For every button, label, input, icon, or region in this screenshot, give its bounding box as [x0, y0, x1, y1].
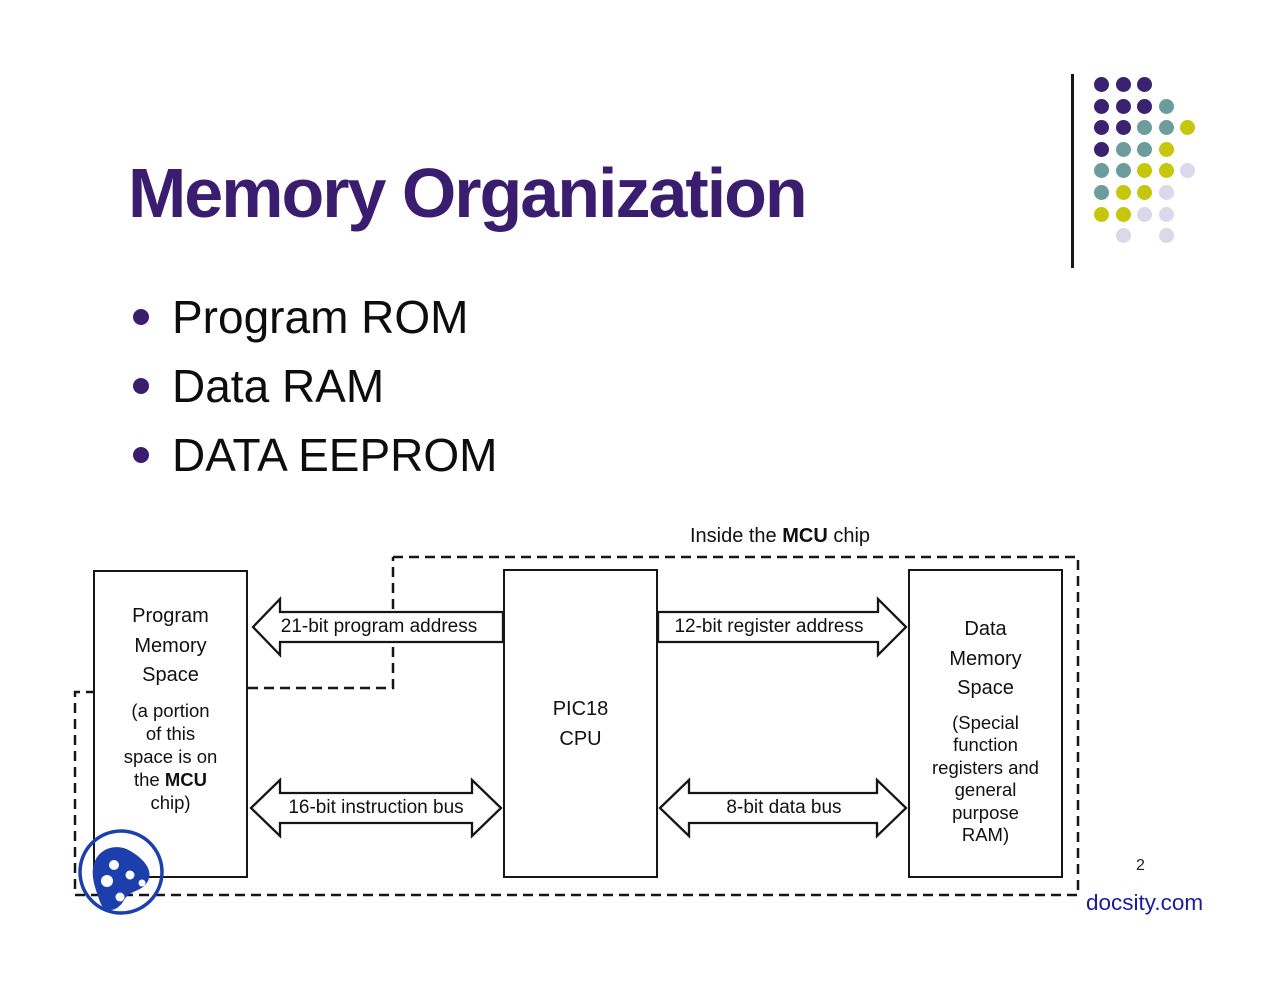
dot	[1115, 163, 1131, 179]
box-title-line: Space	[957, 677, 1014, 699]
dot	[1158, 228, 1174, 244]
dot	[1115, 77, 1131, 92]
box-sub-line: (a portion	[131, 699, 210, 721]
docsity-watermark: docsity.com	[1086, 890, 1204, 915]
dot	[1094, 206, 1109, 222]
dot	[1180, 120, 1196, 136]
bullet-item: Data RAM	[133, 351, 497, 420]
box-sub-line: purpose	[952, 801, 1019, 823]
bullet-list: Program ROM Data RAM DATA EEPROM	[133, 282, 497, 489]
mcu-boundary-dashed-branch	[248, 557, 395, 690]
dot	[1137, 185, 1153, 200]
bullet-icon	[133, 308, 149, 325]
logo-hole	[138, 879, 146, 887]
box-sub-line: chip)	[150, 791, 191, 813]
instruction-bus-label: 16-bit instruction bus	[288, 797, 464, 818]
logo-hole	[101, 875, 113, 887]
box-title-line: Program	[132, 605, 209, 627]
box-title-line: Space	[142, 664, 199, 686]
bullet-icon	[133, 377, 149, 394]
bullet-label: Program ROM	[172, 290, 469, 343]
box-sub-line: registers and	[932, 756, 1039, 778]
dot	[1158, 185, 1174, 200]
caption-bold: MCU	[782, 525, 828, 547]
logo-blob	[92, 847, 150, 911]
dot	[1115, 141, 1131, 157]
program-memory-title: Program Memory Space	[95, 602, 246, 691]
data-bus-arrow	[658, 777, 908, 839]
dot	[1158, 163, 1174, 179]
box-sub-line: of this	[145, 722, 196, 744]
cpu-box: PIC18 CPU	[503, 569, 658, 878]
dot	[1094, 185, 1109, 200]
box-title-line: Data	[964, 618, 1007, 640]
cpu-line: PIC18	[552, 697, 609, 720]
program-memory-subtitle: (a portion of this space is on the MCU c…	[95, 699, 246, 814]
dot	[1094, 120, 1109, 136]
caption-suffix: chip	[827, 525, 871, 547]
caption-prefix: Inside the	[689, 525, 783, 547]
program-address-label: 21-bit program address	[280, 616, 478, 637]
logo-hole	[109, 860, 119, 870]
dot	[1115, 228, 1131, 244]
page-title: Memory Organization	[128, 154, 808, 232]
dot	[1094, 141, 1109, 157]
bullet-label: Data RAM	[172, 359, 385, 412]
dot	[1094, 98, 1109, 114]
data-memory-title: Data Memory Space	[910, 615, 1061, 704]
dot	[1094, 77, 1109, 92]
dot	[1137, 163, 1153, 179]
cpu-line: CPU	[559, 727, 602, 750]
dot	[1158, 141, 1174, 157]
box-sub-line: (Special	[952, 711, 1019, 733]
box-sub-line: RAM)	[961, 824, 1010, 845]
box-title-line: Memory	[134, 634, 207, 657]
dot	[1115, 120, 1131, 136]
data-bus-label: 8-bit data bus	[726, 797, 842, 818]
register-address-arrow	[656, 596, 908, 658]
data-memory-subtitle: (Special function registers and general …	[910, 712, 1061, 847]
dot	[1137, 98, 1153, 114]
dot	[1115, 98, 1131, 114]
dot	[1158, 98, 1174, 114]
bullet-item: DATA EEPROM	[133, 420, 497, 489]
box-sub-text: the	[134, 768, 165, 790]
decoration-vertical-line	[1071, 74, 1074, 268]
dot	[1115, 185, 1131, 200]
program-memory-box: Program Memory Space (a portion of this …	[93, 570, 248, 878]
register-address-label: 12-bit register address	[674, 616, 864, 637]
dot-grid-decoration	[1094, 77, 1214, 244]
mcu-boundary-dashed	[73, 555, 1080, 897]
docsity-logo-icon	[78, 829, 164, 915]
dot	[1115, 206, 1131, 222]
dot	[1137, 141, 1153, 157]
logo-circle	[78, 829, 164, 915]
dot	[1158, 206, 1174, 222]
dot	[1137, 77, 1153, 92]
dot	[1094, 163, 1109, 179]
box-title-line: Memory	[949, 647, 1022, 670]
box-sub-bold: MCU	[164, 768, 207, 790]
logo-hole	[115, 892, 125, 902]
diagram-caption: Inside the MCU chip	[640, 524, 920, 548]
box-sub-line: function	[953, 734, 1018, 755]
dot	[1158, 120, 1174, 136]
data-memory-box: Data Memory Space (Special function regi…	[908, 569, 1063, 878]
bullet-icon	[133, 446, 149, 463]
logo-hole	[125, 870, 135, 880]
box-sub-line: space is on	[123, 745, 218, 767]
bullet-label: DATA EEPROM	[172, 428, 498, 481]
dot	[1180, 163, 1196, 179]
box-sub-line: the MCU	[95, 768, 246, 791]
bullet-item: Program ROM	[133, 282, 497, 351]
dot	[1137, 120, 1153, 136]
instruction-bus-arrow	[249, 777, 503, 839]
dot	[1137, 206, 1153, 222]
box-sub-line: general	[954, 779, 1017, 800]
page-number: 2	[1136, 857, 1145, 874]
